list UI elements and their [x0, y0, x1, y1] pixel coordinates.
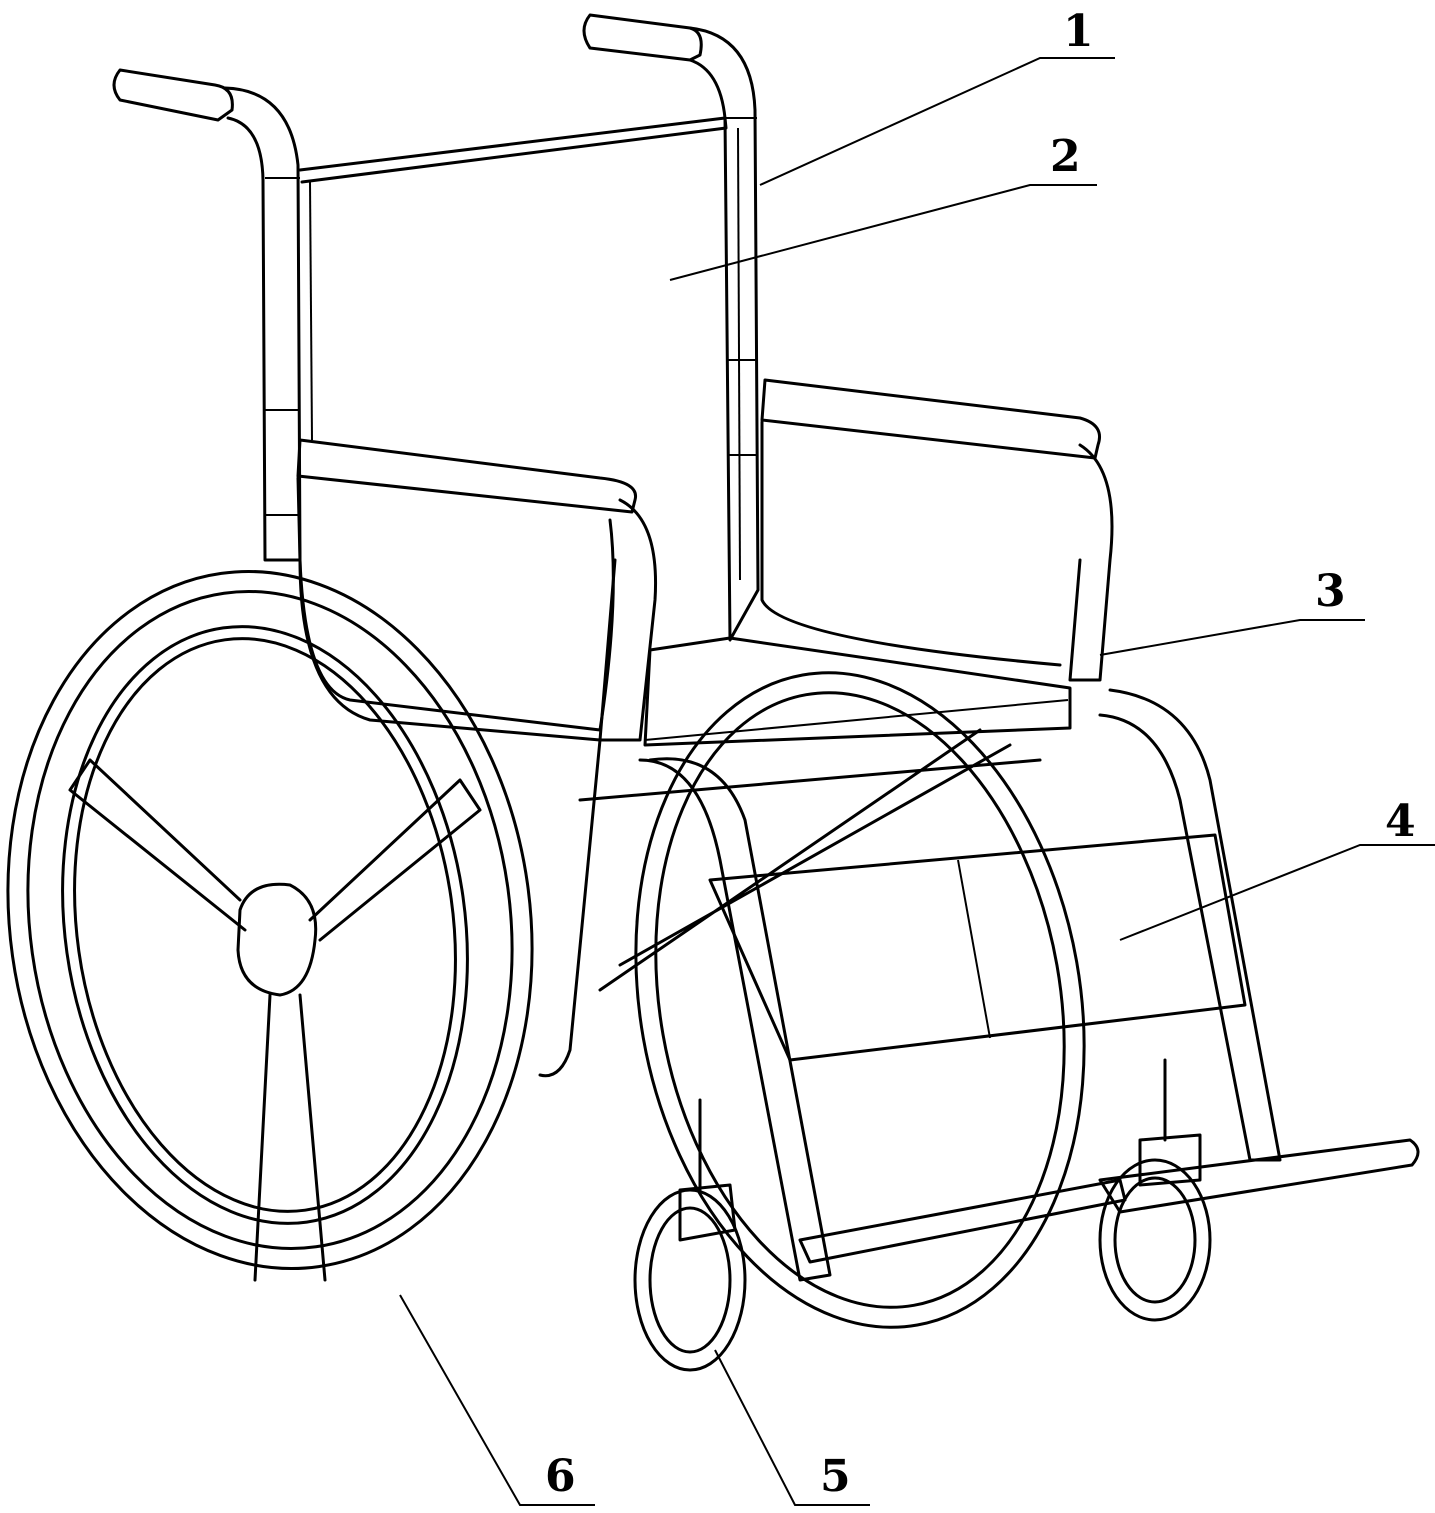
rear-wheel — [6, 570, 1086, 1329]
front-casters — [633, 1058, 1212, 1372]
leader-lines — [399, 57, 1435, 1506]
armrests — [296, 378, 1114, 742]
backrest — [298, 116, 741, 581]
part-label-1: 1 — [1063, 6, 1094, 57]
part-label-3: 3 — [1315, 566, 1346, 617]
calf-strap — [708, 833, 1247, 1062]
back-frame — [112, 13, 760, 642]
part-label-5: 5 — [820, 1451, 851, 1502]
part-label-6: 6 — [545, 1451, 576, 1502]
part-label-2: 2 — [1050, 131, 1081, 182]
seat — [643, 636, 1072, 747]
lower-frame — [298, 558, 1420, 1282]
part-label-4: 4 — [1385, 796, 1416, 847]
